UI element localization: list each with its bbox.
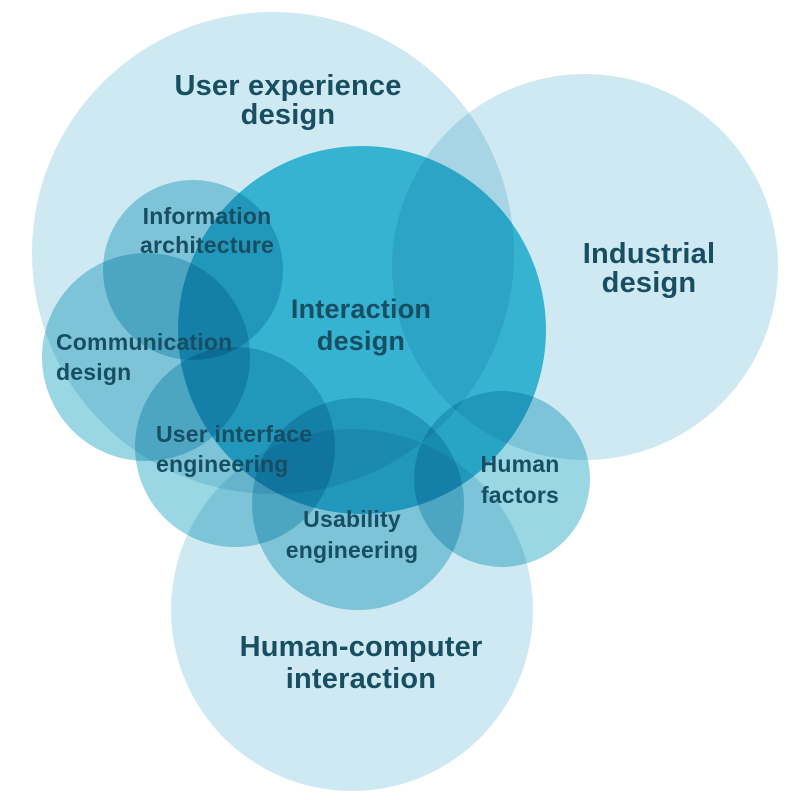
label-line: User interface bbox=[156, 421, 312, 447]
label-line: Human-computer bbox=[240, 631, 483, 663]
label-information-architecture: Information architecture bbox=[140, 203, 274, 258]
label-line: Interaction bbox=[291, 294, 431, 324]
label-line: design bbox=[241, 99, 336, 131]
label-line: Industrial bbox=[583, 238, 716, 270]
label-user-interface-engineering: User interface engineering bbox=[156, 421, 312, 477]
label-line: design bbox=[56, 359, 131, 385]
circles-layer bbox=[32, 12, 778, 791]
label-line: engineering bbox=[156, 451, 289, 477]
label-line: design bbox=[317, 326, 405, 356]
label-line: design bbox=[602, 267, 697, 299]
label-communication-design: Communication design bbox=[56, 329, 232, 385]
label-line: interaction bbox=[286, 663, 436, 695]
label-line: Communication bbox=[56, 329, 232, 355]
label-usability-engineering: Usability engineering bbox=[286, 506, 419, 563]
label-line: Usability bbox=[303, 506, 401, 532]
label-line: engineering bbox=[286, 537, 419, 563]
label-line: architecture bbox=[140, 232, 274, 258]
circle-interaction-design bbox=[178, 146, 546, 514]
label-line: Human bbox=[481, 451, 560, 477]
label-line: User experience bbox=[174, 70, 401, 102]
label-human-factors: Human factors bbox=[481, 451, 560, 508]
label-line: Information bbox=[143, 203, 272, 229]
label-line: factors bbox=[481, 482, 559, 508]
